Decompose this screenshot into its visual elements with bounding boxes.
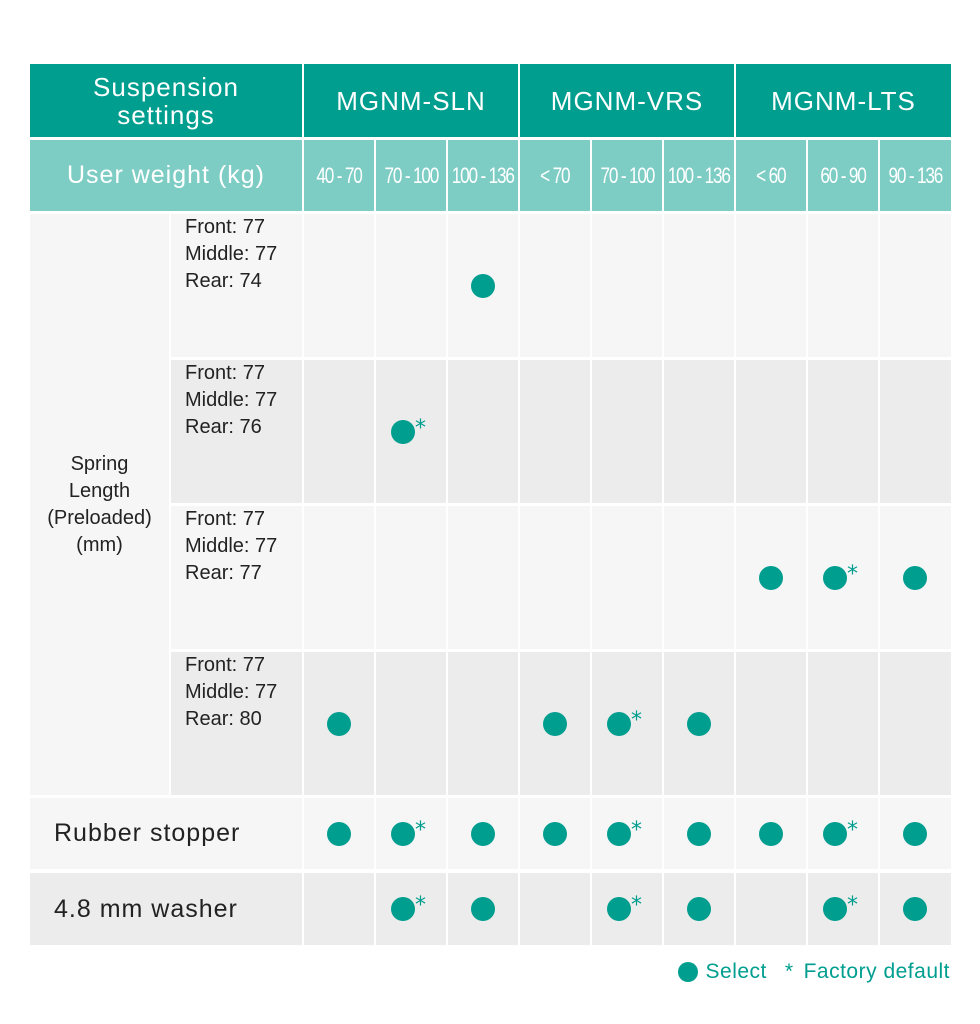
- spring-length-label: Spring Length (Preloaded) (mm): [30, 214, 169, 795]
- weight-range-label: 90 - 136: [888, 162, 944, 188]
- weight-range-label: 100 - 136: [668, 162, 731, 188]
- model-header-sln: MGNM-SLN: [304, 64, 518, 137]
- weight-range-cell: < 70: [520, 140, 590, 211]
- select-default-dot-icon: [391, 419, 415, 444]
- asterisk-icon: *: [784, 960, 794, 983]
- column-divider: [374, 214, 376, 945]
- asterisk-icon: *: [415, 893, 426, 918]
- asterisk-icon: *: [847, 561, 858, 587]
- asterisk-icon: *: [415, 817, 426, 843]
- spring-middle: Middle: 77: [185, 535, 278, 557]
- select-default-dot-icon: [391, 897, 415, 921]
- select-dot-icon: [471, 273, 495, 298]
- weight-range-cell: 70 - 100: [376, 140, 446, 211]
- washer-label: 4.8 mm washer: [54, 894, 238, 923]
- select-default-dot-icon: [823, 565, 847, 590]
- header-settings-line1: Suspension: [93, 71, 239, 102]
- select-default-dot-icon: [607, 897, 631, 921]
- weight-range-cell: 100 - 136: [664, 140, 734, 211]
- legend-default-label: Factory default: [803, 960, 950, 983]
- spring-row-label: Front: 77 Middle: 77 Rear: 80: [171, 652, 302, 795]
- spring-label-line: (mm): [76, 533, 123, 556]
- select-dot-icon: [677, 962, 698, 982]
- select-default-dot-icon: [607, 711, 631, 736]
- weight-range-label: < 60: [756, 162, 786, 188]
- weight-range-cell: 90 - 136: [880, 140, 951, 211]
- rubber-stopper-label: Rubber stopper: [54, 819, 241, 847]
- select-dot-icon: [327, 711, 351, 736]
- spring-row-2: [171, 360, 951, 503]
- legend-select-label: Select: [705, 960, 767, 983]
- spring-front: Front: 77: [185, 216, 266, 238]
- legend: Select * Factory default: [677, 960, 950, 984]
- select-default-dot-icon: [391, 821, 415, 846]
- model-header-vrs: MGNM-VRS: [520, 64, 734, 137]
- column-divider: [518, 214, 520, 945]
- column-divider: [446, 214, 448, 945]
- user-weight-label: User weight (kg): [67, 161, 265, 189]
- spring-row-1: [171, 214, 951, 357]
- spring-front: Front: 77: [185, 654, 266, 676]
- select-dot-icon: [903, 897, 927, 921]
- weight-range-cell: 60 - 90: [808, 140, 878, 211]
- select-dot-icon: [687, 711, 711, 736]
- weight-range-label: 70 - 100: [384, 162, 439, 188]
- asterisk-icon: *: [847, 817, 858, 843]
- weight-range-cell: 70 - 100: [592, 140, 662, 211]
- weight-range-label: 70 - 100: [600, 162, 655, 188]
- select-dot-icon: [903, 821, 927, 846]
- asterisk-icon: *: [631, 817, 642, 843]
- select-dot-icon: [687, 821, 711, 846]
- model-header-lts: MGNM-LTS: [736, 64, 951, 137]
- header-suspension-settings: Suspension settings: [30, 64, 302, 137]
- weight-range-label: 60 - 90: [820, 162, 866, 188]
- column-divider: [806, 214, 808, 945]
- select-dot-icon: [759, 821, 783, 846]
- select-default-dot-icon: [823, 897, 847, 921]
- spring-row-label: Front: 77 Middle: 77 Rear: 74: [171, 214, 302, 357]
- weight-range-cell: 40 - 70: [304, 140, 374, 211]
- spring-rear: Rear: 80: [185, 708, 262, 730]
- asterisk-icon: *: [847, 893, 858, 918]
- weight-range-label: 40 - 70: [316, 162, 362, 188]
- column-divider: [734, 214, 736, 945]
- weight-range-cell: < 60: [736, 140, 806, 211]
- select-dot-icon: [903, 565, 927, 590]
- asterisk-icon: *: [631, 707, 642, 733]
- user-weight-label-cell: User weight (kg): [30, 140, 302, 211]
- spring-front: Front: 77: [185, 508, 266, 530]
- spring-middle: Middle: 77: [185, 681, 278, 703]
- spring-row-label: Front: 77 Middle: 77 Rear: 76: [171, 360, 302, 503]
- column-divider: [590, 214, 592, 945]
- weight-range-label: < 70: [540, 162, 570, 188]
- spring-row-3: [171, 506, 951, 649]
- spring-rear: Rear: 74: [185, 270, 262, 292]
- column-divider: [302, 214, 304, 945]
- select-default-dot-icon: [823, 821, 847, 846]
- header-settings-line2: settings: [117, 99, 215, 130]
- select-dot-icon: [543, 821, 567, 846]
- spring-label-line: Spring: [70, 452, 129, 475]
- select-dot-icon: [471, 897, 495, 921]
- select-default-dot-icon: [607, 821, 631, 846]
- asterisk-icon: *: [415, 415, 426, 441]
- spring-label-line: Length: [68, 479, 131, 502]
- select-dot-icon: [327, 821, 351, 846]
- spring-rear: Rear: 76: [185, 416, 262, 438]
- spring-rear: Rear: 77: [185, 562, 262, 584]
- spring-row-label: Front: 77 Middle: 77 Rear: 77: [171, 506, 302, 649]
- asterisk-icon: *: [631, 893, 642, 918]
- weight-range-label: 100 - 136: [452, 162, 515, 188]
- select-dot-icon: [759, 565, 783, 590]
- spring-middle: Middle: 77: [185, 243, 278, 265]
- spring-label-line: (Preloaded): [47, 506, 152, 529]
- column-divider: [878, 214, 880, 945]
- weight-range-cell: 100 - 136: [448, 140, 518, 211]
- select-dot-icon: [543, 711, 567, 736]
- column-divider: [662, 214, 664, 945]
- select-dot-icon: [471, 821, 495, 846]
- spring-middle: Middle: 77: [185, 389, 278, 411]
- select-dot-icon: [687, 897, 711, 921]
- spring-front: Front: 77: [185, 362, 266, 384]
